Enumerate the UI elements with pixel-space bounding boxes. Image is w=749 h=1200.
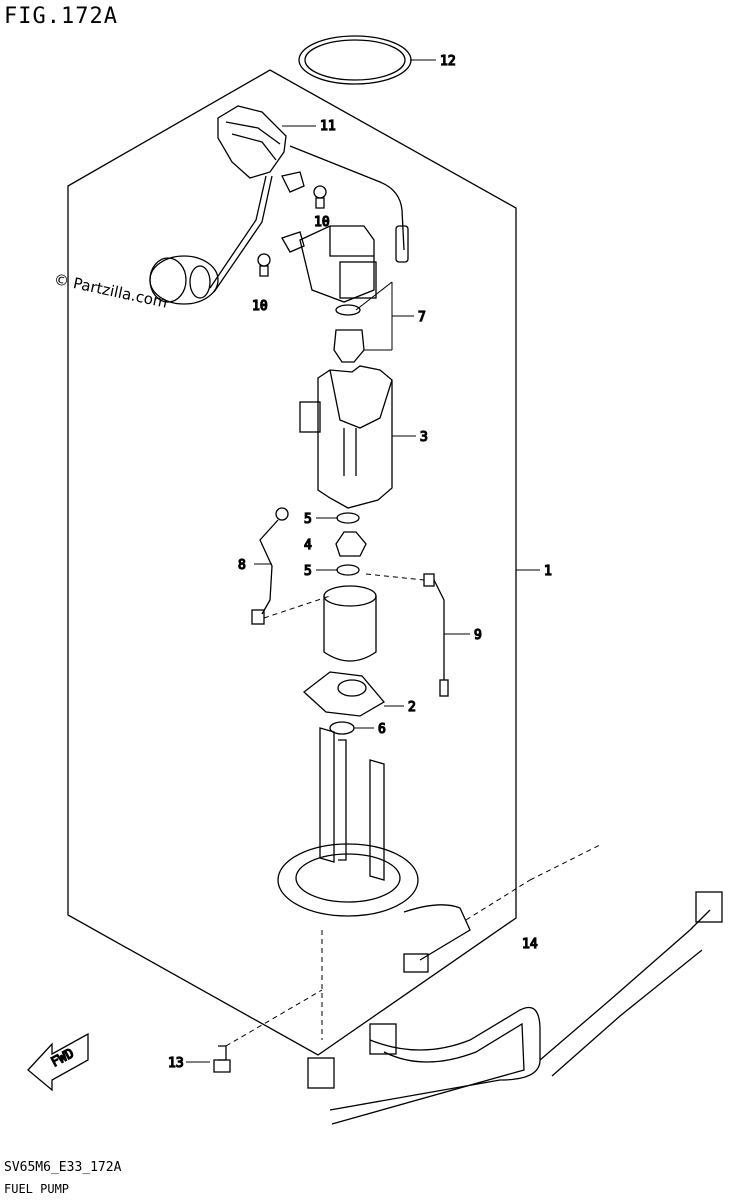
callout-10b: 10 <box>252 299 268 314</box>
callout-9: 9 <box>474 628 482 643</box>
figure-title: FIG.172A <box>4 4 118 29</box>
leader-lines <box>186 59 540 1063</box>
fuel-sender-11 <box>217 105 409 263</box>
bracket <box>257 171 327 277</box>
screw-13 <box>213 1045 231 1073</box>
callout-10a: 10 <box>314 215 330 230</box>
figure-code: SV65M6_E33_172A <box>4 1160 122 1175</box>
seal-5-lower <box>336 564 360 576</box>
wire-9 <box>423 573 449 697</box>
callout-7: 7 <box>418 310 426 325</box>
seal-5-upper <box>336 512 360 524</box>
callout-5a: 5 <box>304 512 312 527</box>
callout-2: 2 <box>408 700 416 715</box>
filter-4 <box>335 531 367 557</box>
hose-14 <box>307 891 723 1125</box>
callout-4: 4 <box>304 538 312 553</box>
fuel-pump-motor <box>323 585 377 662</box>
callout-1: 1 <box>544 564 552 579</box>
callout-6: 6 <box>378 722 386 737</box>
holder-2 <box>302 671 385 717</box>
figure-name: FUEL PUMP <box>4 1182 70 1196</box>
dash-lines <box>225 573 601 1047</box>
pump-housing-3 <box>299 365 393 509</box>
callout-11: 11 <box>320 119 336 134</box>
callout-5b: 5 <box>304 564 312 579</box>
base-frame <box>277 727 419 917</box>
fwd-arrow <box>27 1032 89 1092</box>
oring-12 <box>298 35 412 85</box>
float-arm <box>149 175 273 305</box>
wire-8 <box>251 507 289 625</box>
callout-14: 14 <box>522 937 538 952</box>
callout-13: 13 <box>168 1056 184 1071</box>
callout-8: 8 <box>238 558 246 573</box>
regulator-7 <box>299 225 377 363</box>
assembly-outline <box>67 69 517 1056</box>
callout-3: 3 <box>420 430 428 445</box>
callout-12: 12 <box>440 54 456 69</box>
